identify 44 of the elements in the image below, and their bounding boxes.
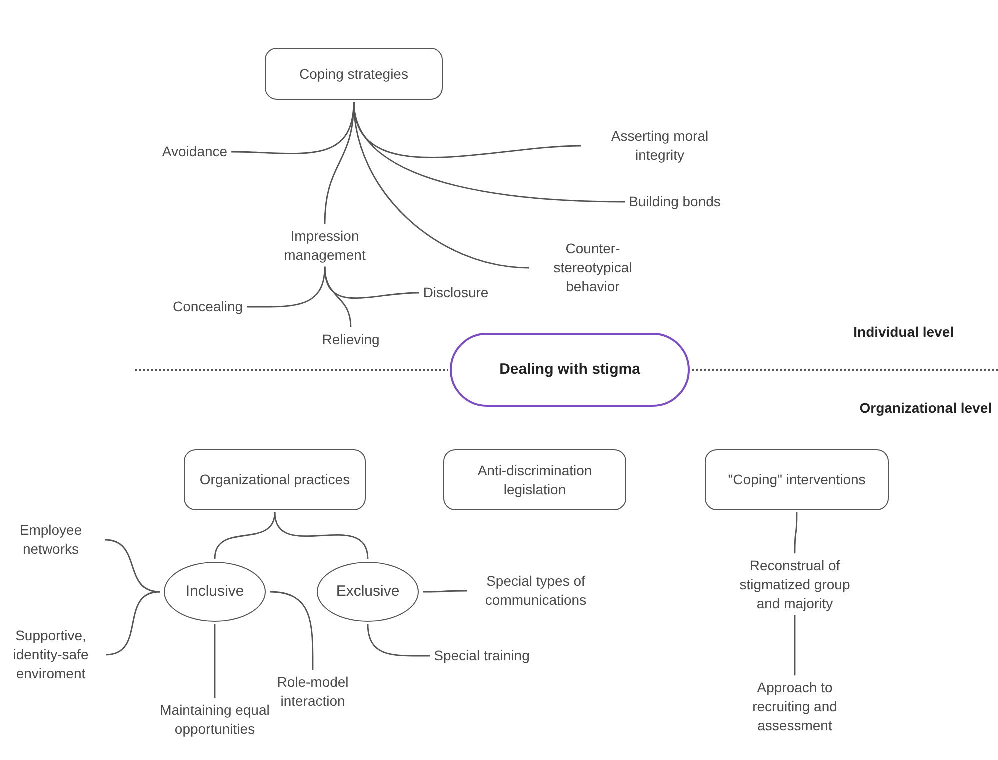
rounded-box (705, 450, 889, 510)
node-text: Organizational practices (200, 470, 350, 490)
node-label: Impression management (270, 227, 380, 265)
node-label: Supportive, identity-safe enviroment (0, 626, 102, 684)
connector-line (274, 512, 369, 560)
node-label: Counter-stereotypical behavior (533, 240, 653, 296)
level-label: Individual level (854, 324, 954, 340)
connector-line (214, 512, 276, 560)
connector-line (353, 102, 530, 269)
node-label: Reconstrual of stigmatized group and majority (735, 556, 855, 614)
node-text: "Coping" interventions (728, 470, 866, 490)
connector-line (794, 615, 796, 676)
connector-line (232, 102, 355, 154)
rounded-box (184, 450, 366, 510)
node-label: Asserting moral integrity (585, 127, 735, 165)
node-label: Avoidance (162, 142, 228, 162)
node-label: Disclosure (423, 284, 489, 302)
connector-line (270, 591, 314, 670)
connector-line (367, 624, 430, 657)
node-label: Maintaining equal opportunities (155, 701, 275, 739)
node-text: Coping strategies (300, 64, 408, 84)
connector-line (214, 624, 216, 698)
connector-line (106, 591, 160, 656)
node-label: Approach to recruiting and assessment (735, 678, 855, 736)
node-label: Relieving (322, 330, 380, 350)
rounded-box (444, 450, 626, 510)
node-text: Dealing with stigma (500, 360, 640, 380)
connector-line (353, 102, 626, 203)
node-label: Concealing (172, 298, 244, 316)
connector-line (423, 590, 467, 593)
node-text: Inclusive (186, 582, 244, 602)
node-text: Anti-discrimination legislation (476, 461, 594, 499)
node-label: Special types of communications (471, 572, 601, 610)
connector-line (324, 102, 355, 224)
rounded-box (265, 48, 443, 100)
node-label: Employee networks (1, 521, 101, 559)
connector-line (104, 539, 160, 593)
node-text: Exclusive (336, 582, 400, 602)
node-label: Special training (434, 646, 530, 666)
connector-line (247, 266, 326, 308)
node-label: Building bonds (629, 192, 721, 212)
level-label: Organizational level (860, 400, 992, 416)
connector-line (794, 512, 798, 554)
connector-line (324, 266, 352, 328)
